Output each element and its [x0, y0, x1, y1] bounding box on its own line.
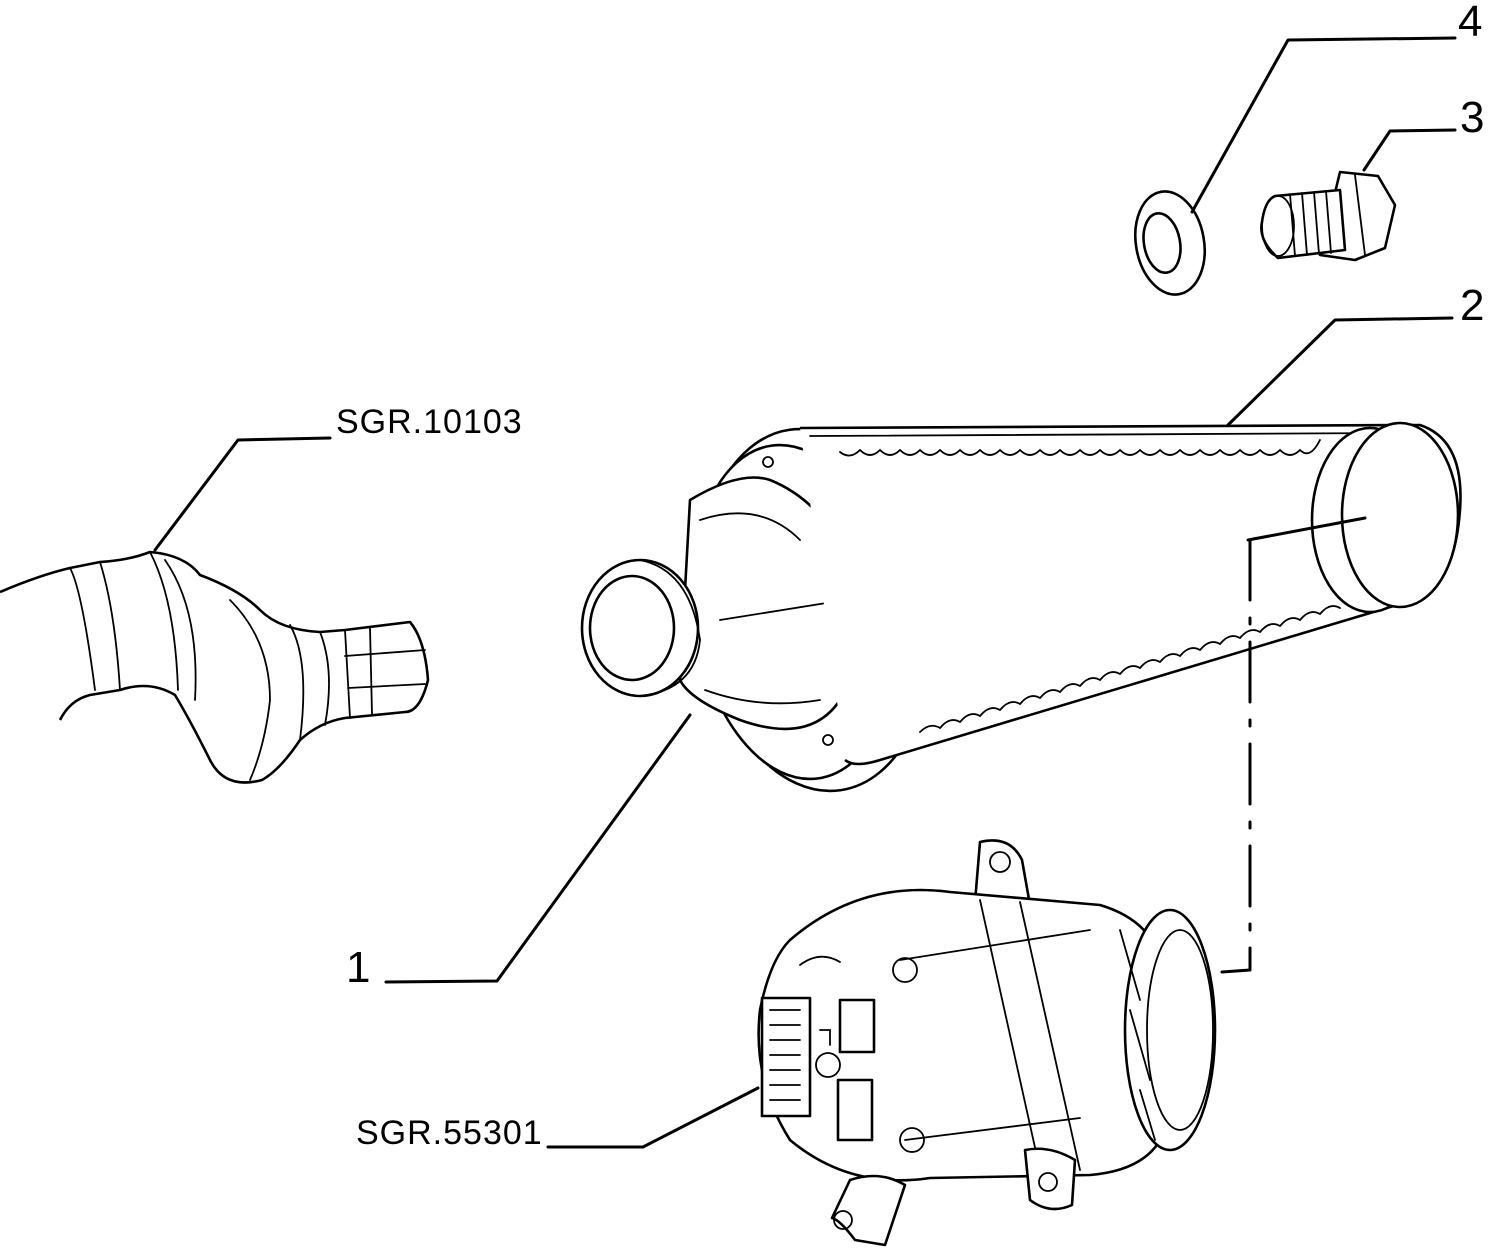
ref-alternator: SGR.55301: [356, 1114, 543, 1152]
ref-shaft: SGR.10103: [336, 403, 523, 441]
bolt: [1260, 170, 1397, 262]
alternator: [757, 839, 1217, 1247]
drive-belt: [799, 421, 1462, 766]
callout-3: 3: [1460, 93, 1484, 142]
callout-1: 1: [346, 943, 370, 992]
leader-lines: [153, 36, 1457, 1149]
callout-2: 2: [1460, 281, 1484, 330]
callout-4: 4: [1458, 0, 1482, 46]
drive-shaft: [0, 550, 430, 784]
washer: [1134, 190, 1206, 296]
